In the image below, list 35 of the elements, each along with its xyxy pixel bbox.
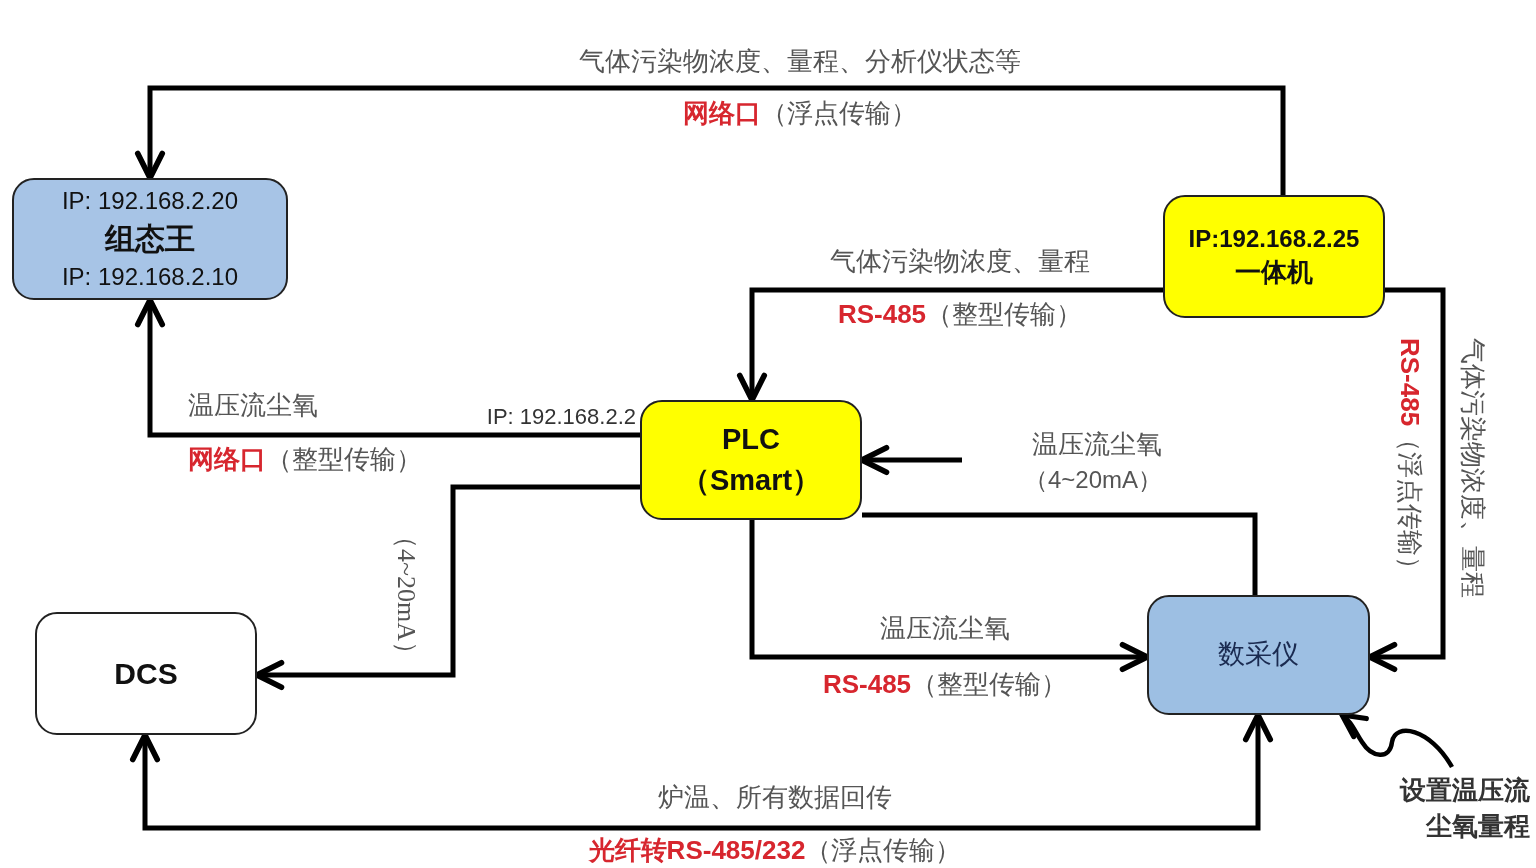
protocol-label: RS-485（浮点传输） [1394, 338, 1426, 585]
box-label: 数采仪 [1218, 638, 1299, 672]
protocol-label: 光纤转RS-485/232（浮点传输） [587, 834, 963, 867]
device-box [1163, 195, 1385, 318]
box-label: DCS [114, 655, 178, 692]
protocol-label: RS-485（整型传输） [821, 668, 1069, 701]
protocol-label: 网络口（整型传输） [188, 443, 423, 476]
protocol-label: RS-485（整型传输） [836, 298, 1084, 331]
connector-arrow [736, 287, 1163, 403]
edge-label: 温压流尘氧 [188, 390, 319, 422]
connector-line [862, 512, 1258, 595]
box-label: 一体机 [1235, 257, 1313, 290]
connector-arrow [129, 712, 1274, 831]
protocol-label: 网络口（浮点传输） [682, 97, 918, 130]
device-box [1147, 595, 1370, 715]
edge-label: 气体污染物浓度、量程 [829, 246, 1091, 278]
ip-label: IP: 192.168.2.2 [486, 404, 636, 430]
box-label: IP:192.168.2.25 [1188, 223, 1360, 254]
annotation-text: 设置温压流尘氧量程 [1398, 774, 1530, 843]
curved-arrow [1339, 712, 1454, 769]
box-label: IP: 192.168.2.20 [61, 186, 239, 217]
annotation-text: 温压流尘氧 [1032, 429, 1162, 461]
software-box [12, 178, 288, 300]
edge-label: 温压流尘氧 [879, 613, 1011, 645]
edge-label: 炉温、所有数据回传 [657, 782, 893, 814]
box-label: IP: 192.168.2.10 [61, 262, 239, 292]
box-label: PLC （Smart） [679, 422, 823, 498]
edge-label: （4~20mA） [391, 521, 422, 670]
edge-label: 气体污染物浓度、量程、分析仪状态等 [578, 46, 1022, 78]
connector-arrow [134, 297, 640, 438]
annotation-text: （4~20mA） [1023, 465, 1162, 496]
system-box [35, 612, 257, 735]
edge-label: 气体污染物浓度、量程 [1457, 338, 1488, 600]
box-label: 组态王 [105, 221, 195, 257]
connector-arrow [134, 85, 1286, 195]
